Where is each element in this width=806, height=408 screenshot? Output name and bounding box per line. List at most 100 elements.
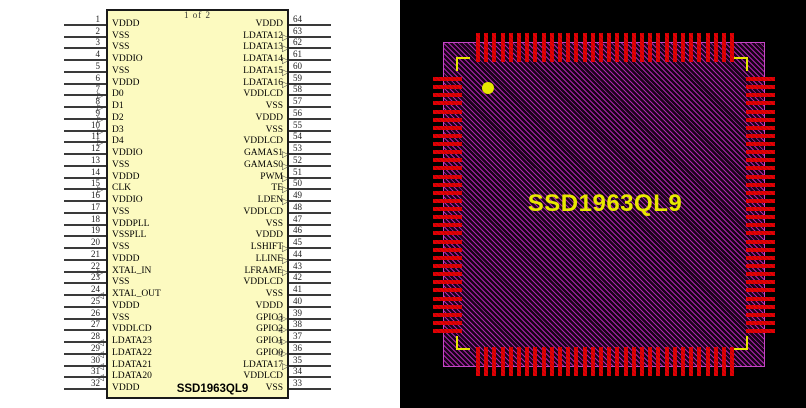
pad xyxy=(533,347,538,376)
pin-number: 20 xyxy=(91,237,100,248)
pad xyxy=(746,304,775,309)
pad xyxy=(433,198,462,203)
pad xyxy=(705,347,710,376)
pin-direction-icon: ▷ xyxy=(282,184,289,195)
pin-name: VSS xyxy=(112,277,130,288)
pin-number: 34 xyxy=(293,366,302,377)
pad xyxy=(433,85,462,90)
pad xyxy=(500,347,505,376)
pad xyxy=(746,198,775,203)
pin1-indicator-dot xyxy=(482,82,494,94)
pad xyxy=(433,93,462,98)
footprint-preview-panel[interactable]: SSD1963QL9 xyxy=(400,0,806,408)
pad xyxy=(433,296,462,301)
pad xyxy=(549,347,554,376)
pin-direction-icon: ▷ xyxy=(282,243,289,254)
pin-number: 39 xyxy=(293,307,302,318)
pin-line xyxy=(289,164,331,167)
pin-line xyxy=(289,258,331,261)
pin-direction-icon: ◁▷ xyxy=(276,348,287,358)
pin-name: VSS xyxy=(112,206,130,217)
pin-number: 51 xyxy=(293,166,302,177)
pad xyxy=(433,304,462,309)
pad xyxy=(648,33,653,62)
pin-direction-icon: ◁▷ xyxy=(276,337,287,347)
pin-number: 28 xyxy=(91,331,100,342)
pad xyxy=(746,77,775,81)
pad xyxy=(433,190,462,195)
pad xyxy=(433,133,462,138)
pad xyxy=(713,347,718,376)
pad xyxy=(656,33,661,62)
pad xyxy=(433,150,462,155)
pad xyxy=(746,329,775,334)
pad xyxy=(746,166,775,171)
pad xyxy=(640,347,644,376)
pin-number: 44 xyxy=(293,248,302,259)
pin-name: VDDD xyxy=(112,253,140,264)
pin-line xyxy=(289,341,331,344)
pad xyxy=(433,320,462,325)
pad xyxy=(599,347,603,376)
pin-number: 58 xyxy=(293,84,302,95)
pad xyxy=(746,182,775,187)
pin-line xyxy=(289,223,331,226)
pad xyxy=(746,255,775,260)
pin-line xyxy=(289,294,331,297)
pin-number: 11 xyxy=(91,131,100,142)
pin-name: VDDD xyxy=(112,171,140,182)
pin-name: VDDPLL xyxy=(112,218,150,229)
pad xyxy=(433,109,462,114)
pin-name: XTAL_IN xyxy=(112,265,152,276)
pin-name: VSS xyxy=(112,42,130,53)
pin-line xyxy=(64,59,106,62)
pin-name: LDATA15 xyxy=(243,65,283,76)
pin-number: 47 xyxy=(293,213,302,224)
pad xyxy=(433,288,462,293)
pad xyxy=(746,239,775,244)
pin-number: 23 xyxy=(91,272,100,283)
pad xyxy=(433,263,462,268)
pin-line xyxy=(289,352,331,355)
pin-number: 15 xyxy=(91,178,100,189)
pin-number: 2 xyxy=(95,25,101,36)
pin-line xyxy=(289,117,331,120)
pin-direction-icon: ▷ xyxy=(97,266,104,277)
pad xyxy=(541,33,546,62)
pin-line xyxy=(64,82,106,85)
pin-line xyxy=(289,200,331,203)
pin-number: 49 xyxy=(293,190,302,201)
pad xyxy=(558,347,562,376)
pad xyxy=(746,215,775,220)
pin-line xyxy=(289,211,331,214)
pin-line xyxy=(64,223,106,226)
pin-number: 7 xyxy=(95,84,101,95)
pin-name: VDDIO xyxy=(112,148,143,159)
pad xyxy=(574,347,579,376)
pad xyxy=(746,231,775,236)
pad xyxy=(433,158,462,163)
pin-direction-icon: ▷ xyxy=(282,254,289,265)
pin-line xyxy=(64,282,106,285)
pin-direction-icon: ◁▷ xyxy=(276,313,287,323)
pad xyxy=(722,347,726,376)
pad xyxy=(746,133,775,138)
pad xyxy=(713,33,718,62)
pad xyxy=(746,93,775,98)
pin-line xyxy=(64,141,106,144)
pad xyxy=(525,33,530,62)
pin-name: VDDD xyxy=(112,77,140,88)
pin-name: GAMAS0 xyxy=(243,159,283,170)
pin-name: GPIO2 xyxy=(256,324,283,335)
pin-number: 57 xyxy=(293,96,302,107)
pad xyxy=(476,33,480,62)
pin-line xyxy=(64,211,106,214)
pin-number: 50 xyxy=(293,178,302,189)
pad xyxy=(631,347,636,376)
pin-name: CLK xyxy=(112,183,131,194)
pin-number: 35 xyxy=(293,354,302,365)
pin-line xyxy=(64,70,106,73)
pin-name: VSS xyxy=(112,242,130,253)
pin-number: 53 xyxy=(293,143,302,154)
